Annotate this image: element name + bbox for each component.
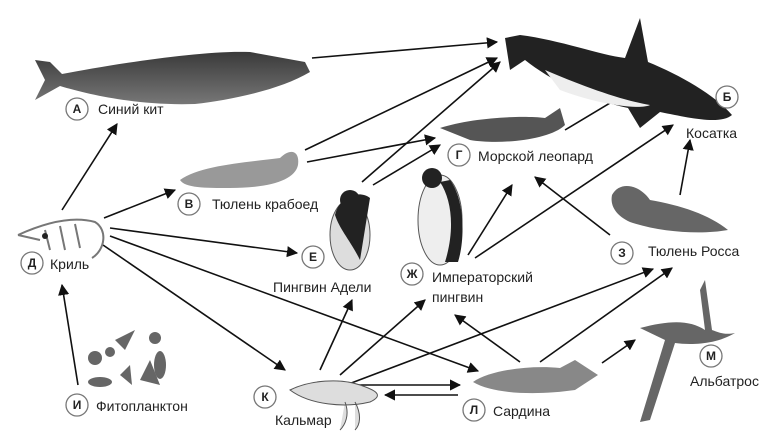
phytoplankton-image [88, 330, 166, 387]
arrow-1: Синий кит → Косатка [311, 37, 499, 59]
arrow-4: Криль → Пингвин Адели [109, 227, 299, 258]
node-label: Кальмар [275, 412, 332, 428]
crabeater-seal-image [180, 151, 299, 188]
node-phytoplankton: И Фитопланктон [65, 393, 188, 417]
node-label: Фитопланктон [96, 398, 188, 414]
node-letter: Б [723, 90, 732, 104]
krill-eye [42, 233, 48, 239]
node-crabeater-seal: В Тюлень крабоед [177, 192, 318, 216]
emperor-penguin-image [417, 168, 463, 266]
node-label: Альбатрос [690, 373, 759, 389]
orca-white-patch [545, 70, 650, 107]
node-krill: Д Криль [20, 251, 89, 275]
arrow-13: Императорский пингвин → Косатка [474, 124, 674, 259]
node-letter: А [73, 102, 82, 116]
arrow-3: Криль → Тюлень крабоед [103, 188, 177, 219]
node-label: Морской леопард [478, 148, 593, 164]
albatross-image [640, 280, 735, 422]
node-label: Тюлень Росса [648, 243, 740, 259]
node-letter: З [618, 246, 626, 260]
arrow-18: Кальмар → Императорский пингвин [339, 299, 426, 376]
orca-image [505, 18, 732, 128]
node-blue-whale: А Синий кит [65, 97, 164, 121]
node-letter: К [261, 390, 269, 404]
squid-image [289, 380, 378, 431]
node-label-line1: Императорский [432, 269, 533, 285]
node-letter: М [706, 349, 716, 363]
leopard-seal-image [440, 108, 565, 142]
node-label-line2: пингвин [432, 289, 483, 305]
node-letter: Г [456, 148, 463, 162]
arrow-9: Пингвин Адели → Косатка [361, 61, 501, 183]
arrow-6: Криль → Кальмар [102, 244, 286, 371]
node-ross-seal: З Тюлень Росса [610, 241, 740, 265]
node-albatross: М Альбатрос [690, 344, 759, 389]
node-letter: Л [470, 403, 478, 417]
blue-whale-image [35, 51, 310, 105]
arrow-17: Кальмар → Пингвин Адели [319, 298, 353, 371]
sardine-image [473, 360, 598, 394]
node-letter: И [73, 398, 82, 412]
node-label: Тюлень крабоед [212, 196, 318, 212]
node-orca: Б Косатка [686, 85, 739, 141]
node-label: Синий кит [98, 101, 164, 117]
node-letter: Е [309, 250, 317, 264]
arrow-19: Кальмар → Тюлень Росса [345, 267, 655, 386]
node-label: Косатка [686, 125, 737, 141]
edges-layer: Синий кит → КосаткаКриль → Синий китКрил… [58, 37, 694, 401]
krill-image [17, 218, 105, 259]
node-label: Пингвин Адели [273, 279, 371, 295]
node-letter: Ж [406, 267, 418, 281]
arrow-7: Тюлень крабоед → Косатка [304, 57, 499, 151]
adelie-penguin-image [329, 190, 371, 271]
node-label: Сардина [493, 403, 550, 419]
arrow-14: Тюлень Росса → Морской леопард [534, 176, 611, 236]
node-leopard-seal: Г Морской леопард [447, 143, 593, 167]
node-emperor-penguin: Ж Императорский пингвин [400, 262, 533, 305]
node-adelie-penguin: Е Пингвин Адели [273, 245, 371, 295]
arrow-16: Фитопланктон → Криль [58, 283, 79, 386]
arrow-2: Криль → Синий кит [61, 123, 118, 211]
arrow-12: Императорский пингвин → Морской леопард [467, 184, 513, 256]
node-letter: Д [28, 256, 37, 270]
node-letter: В [185, 197, 194, 211]
arrow-22: Сардина → Императорский пингвин [454, 314, 521, 363]
node-label: Криль [50, 256, 89, 272]
arrow-5: Криль → Сардина [109, 235, 480, 373]
node-squid: К Кальмар [253, 385, 332, 428]
ross-seal-image [611, 185, 728, 233]
arrow-10: Пингвин Адели → Морской леопард [372, 144, 441, 186]
arrow-24: Сардина → Альбатрос [601, 339, 636, 364]
arrow-8: Тюлень крабоед → Морской леопард [306, 134, 437, 163]
arrow-23: Сардина → Тюлень Росса [539, 267, 673, 363]
node-sardine: Л Сардина [462, 398, 550, 422]
arrow-15: Тюлень Росса → Косатка [679, 138, 694, 196]
